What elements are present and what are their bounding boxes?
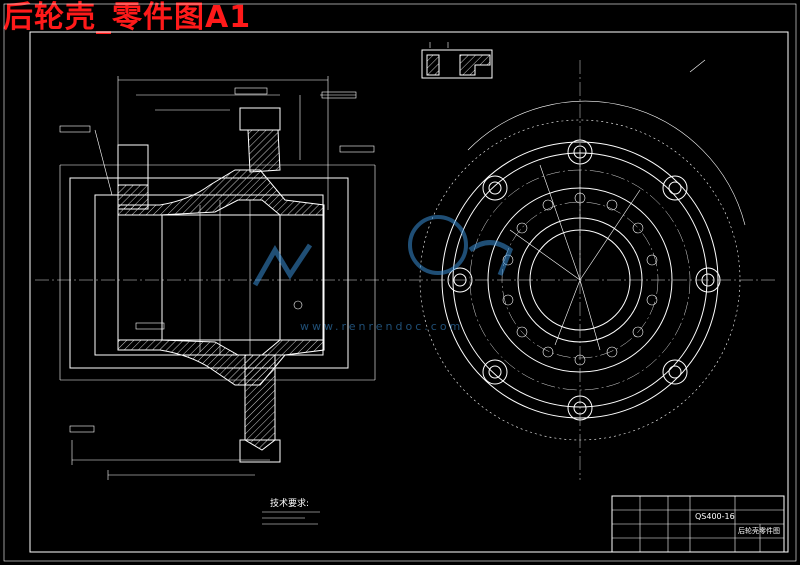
drawing-name: 后轮壳零件图 [738,526,780,535]
watermark-text: www.renrendoc.com [300,320,463,333]
notes-heading: 技术要求: [270,497,309,509]
drawing-title: 后轮壳_零件图A1 [3,0,252,35]
drawing-code: QS400-16 [695,512,735,521]
end-view [419,59,746,480]
detail-view [421,42,493,79]
title-block: QS400-16 后轮壳零件图 [611,495,785,553]
section-view [59,76,376,480]
technical-notes: 技术要求: [262,497,320,525]
watermark: www.renrendoc.com [252,215,514,333]
inner-frame [29,31,789,553]
outer-frame [3,3,797,562]
